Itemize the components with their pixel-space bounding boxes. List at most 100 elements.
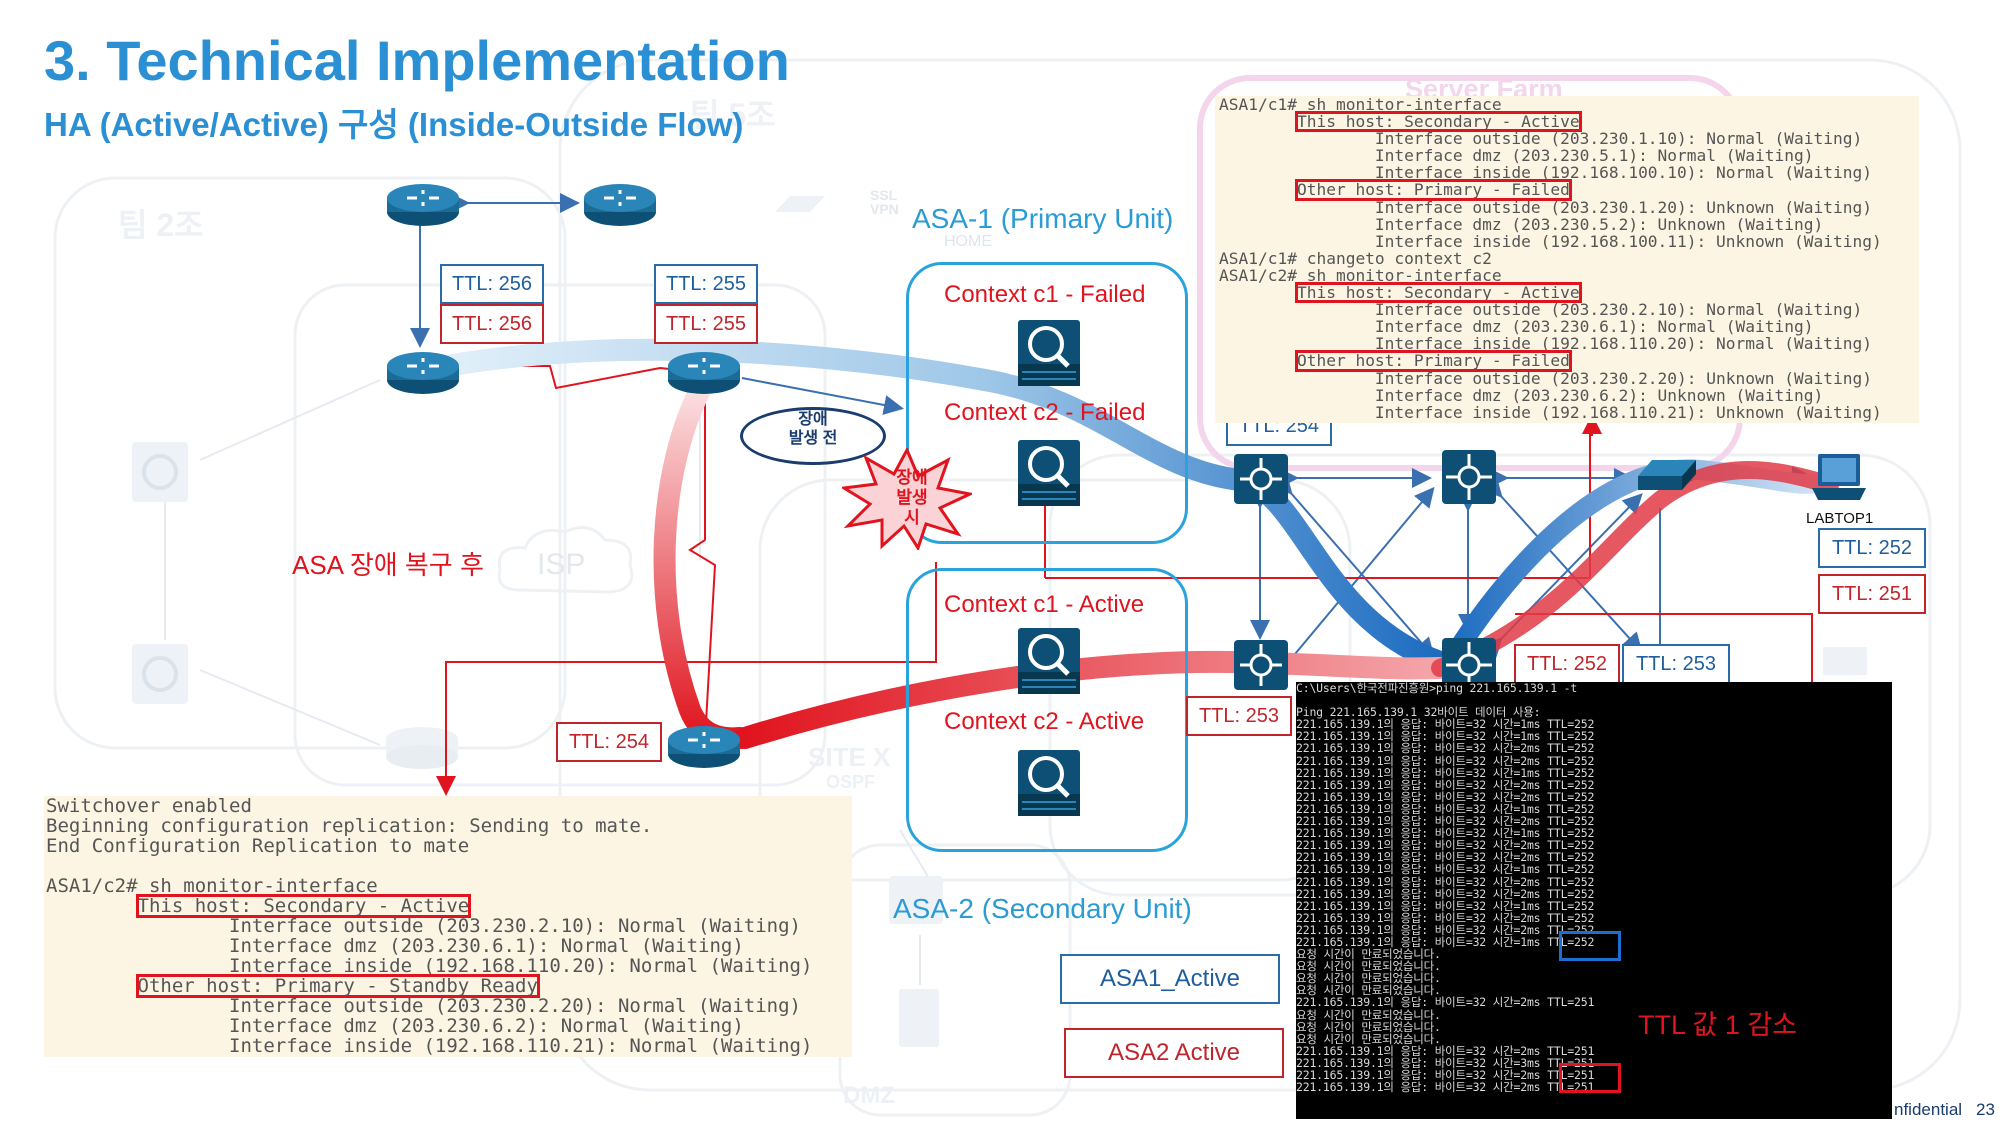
- terminal-line: 221.165.139.1의 응답: 바이트=32 시간=2ms TTL=251: [1296, 995, 1595, 1010]
- ttl-label: TTL: 252: [1514, 644, 1620, 684]
- router-to-asa1: [741, 377, 904, 415]
- terminal-line: 221.165.139.1의 응답: 바이트=32 시간=2ms TTL=252: [1296, 850, 1595, 865]
- bg-server-icon: [899, 989, 939, 1047]
- cli-line: End Configuration Replication to mate: [46, 835, 470, 857]
- ttl-label: TTL: 252: [1818, 528, 1926, 568]
- terminal-line: 221.165.139.1의 응답: 바이트=32 시간=1ms TTL=252: [1296, 826, 1595, 841]
- terminal-line: 요청 시간이 만료되었습니다.: [1296, 947, 1441, 962]
- host-status-highlight: Other host: Primary - Failed: [1294, 350, 1572, 372]
- footer-text: nfidential: [1894, 1100, 1963, 1119]
- cli-line: Interface outside (203.230.1.20): Unknow…: [1219, 197, 1872, 217]
- failure-burst-icon: [842, 448, 972, 550]
- terminal-line: 221.165.139.1의 응답: 바이트=32 시간=2ms TTL=252: [1296, 838, 1595, 853]
- bg-switch-icon: [889, 876, 943, 924]
- router-icon: [668, 352, 740, 394]
- ttl-label: TTL: 256: [440, 264, 544, 304]
- cli-line: Interface dmz (203.230.5.2): Unknown (Wa…: [1219, 214, 1824, 234]
- dmz-label: DMZ: [843, 1082, 895, 1109]
- cli-line: [46, 856, 852, 876]
- router-icon: [584, 184, 656, 226]
- host-status-highlight: Other host: Primary - Standby Ready: [135, 974, 540, 998]
- cli-line: Other host: Primary - Failed: [1219, 179, 1919, 201]
- terminal-line: 221.165.139.1의 응답: 바이트=32 시간=1ms TTL=252: [1296, 934, 1595, 949]
- isp-label: ISP: [537, 548, 586, 581]
- host-status-highlight: Other host: Primary - Failed: [1294, 179, 1572, 201]
- terminal-line: 221.165.139.1의 응답: 바이트=32 시간=2ms TTL=251: [1296, 1068, 1595, 1082]
- on-failure-label: 장애 발생 시: [896, 468, 928, 527]
- page-subtitle: HA (Active/Active) 구성 (Inside-Outside Fl…: [44, 106, 744, 143]
- ttl-label: TTL: 256: [440, 304, 544, 344]
- team5-label: 팀 5조: [690, 97, 776, 133]
- cli-line: Interface dmz (203.230.6.1): Normal (Wai…: [46, 935, 744, 957]
- terminal-line: Ping 221.165.139.1 32바이트 데이터 사용:: [1296, 705, 1541, 720]
- router-icon: [387, 352, 459, 394]
- legend-asa2-active: ASA2 Active: [1064, 1028, 1284, 1078]
- cli-line: Interface outside (203.230.2.10): Normal…: [1219, 300, 1863, 320]
- terminal-line: 221.165.139.1의 응답: 바이트=32 시간=2ms TTL=252: [1296, 789, 1595, 804]
- ssl-vpn-label: SSL VPN: [870, 187, 899, 217]
- terminal-line: 요청 시간이 만료되었습니다.: [1296, 1007, 1441, 1022]
- ttl-label: TTL: 254: [556, 722, 662, 762]
- cli-output-top: ASA1/c1# sh monitor-interface This host:…: [1215, 96, 1919, 423]
- firewall-icon: [1018, 320, 1080, 386]
- terminal-line: 221.165.139.1의 응답: 바이트=32 시간=1ms TTL=252: [1296, 801, 1595, 816]
- cli-line: This host: Secondary - Active: [1219, 111, 1919, 133]
- cli-line: Other host: Primary - Standby Ready: [46, 974, 852, 998]
- bg-router-icon: [386, 727, 458, 769]
- bg-pc-icon: [1823, 647, 1867, 675]
- terminal-line: 221.165.139.1의 응답: 바이트=32 시간=2ms TTL=251: [1296, 1080, 1595, 1095]
- asa1-context-c2: Context c2 - Failed: [944, 399, 1146, 426]
- ttl-label: TTL: 253: [1186, 696, 1292, 736]
- cli-line: Interface inside (192.168.110.21): Unkno…: [1219, 402, 1882, 422]
- bg-firewall-icon-2: [132, 644, 188, 704]
- asa1-context-c1: Context c1 - Failed: [944, 281, 1146, 308]
- terminal-line: 221.165.139.1의 응답: 바이트=32 시간=1ms TTL=252: [1296, 898, 1595, 913]
- after-recovery-label: ASA 장애 복구 후: [292, 550, 484, 580]
- cli-line: Interface outside (203.230.2.10): Normal…: [46, 915, 801, 937]
- cli-line: Interface dmz (203.230.6.2): Normal (Wai…: [46, 1015, 744, 1037]
- l2-switch-icon: [1638, 460, 1696, 490]
- cli-line: Other host: Primary - Failed: [1219, 350, 1919, 372]
- asa2-context-c2: Context c2 - Active: [944, 708, 1145, 735]
- terminal-line: 요청 시간이 만료되었습니다.: [1296, 971, 1441, 986]
- pre-failure-flow: [414, 338, 1451, 673]
- legend-asa1-active: ASA1_Active: [1060, 954, 1280, 1004]
- terminal-line: 221.165.139.1의 응답: 바이트=32 시간=2ms TTL=252: [1296, 814, 1595, 829]
- cli-line: Beginning configuration replication: Sen…: [46, 815, 653, 837]
- cli-line: Interface outside (203.230.2.20): Normal…: [46, 995, 801, 1017]
- home-label: HOME: [944, 233, 992, 250]
- cli-line: ASA1/c2# sh monitor-interface: [1219, 265, 1502, 285]
- asa1-box: [906, 262, 1188, 544]
- switch-icon: [1234, 640, 1288, 690]
- asa2-title: ASA-2 (Secondary Unit): [893, 893, 1192, 924]
- terminal-line: 221.165.139.1의 응답: 바이트=32 시간=1ms TTL=252: [1296, 862, 1595, 877]
- ttl-highlight-before: [1559, 931, 1621, 961]
- ttl-highlight-after: [1559, 1063, 1621, 1093]
- firewall-icon: [1018, 628, 1080, 694]
- ospf-label: OSPF: [826, 772, 876, 792]
- ttl-label: TTL: 251: [1818, 574, 1926, 614]
- ttl-decrease-label: TTL 값 1 감소: [1638, 1010, 1798, 1040]
- switch-icon: [1442, 638, 1496, 692]
- switch-icon: [1234, 454, 1288, 504]
- cli-line: Interface inside (192.168.100.10): Norma…: [1219, 163, 1872, 183]
- team2-area: [53, 176, 567, 750]
- host-status-highlight: This host: Secondary - Active: [135, 894, 472, 918]
- page-title: 3. Technical Implementation: [44, 29, 790, 92]
- terminal-line: 요청 시간이 만료되었습니다.: [1296, 983, 1441, 998]
- ttl-label: TTL: 255: [654, 304, 758, 344]
- asa2-context-c1: Context c1 - Active: [944, 591, 1145, 618]
- team2-label: 팀 2조: [118, 207, 204, 243]
- ttl-label: TTL: 255: [654, 264, 758, 304]
- bg-vpn-icon: [775, 196, 825, 212]
- ttl-label: TTL: 253: [1622, 644, 1730, 684]
- terminal-line: 221.165.139.1의 응답: 바이트=32 시간=2ms TTL=251: [1296, 1043, 1595, 1058]
- router-icon: [668, 726, 740, 768]
- terminal-line: 221.165.139.1의 응답: 바이트=32 시간=2ms TTL=252: [1296, 753, 1595, 768]
- host-status-highlight: This host: Secondary - Active: [1294, 282, 1582, 304]
- cli-line: Interface outside (203.230.1.10): Normal…: [1219, 129, 1863, 149]
- terminal-line: 요청 시간이 만료되었습니다.: [1296, 1031, 1441, 1046]
- post-recovery-flow: [653, 379, 751, 750]
